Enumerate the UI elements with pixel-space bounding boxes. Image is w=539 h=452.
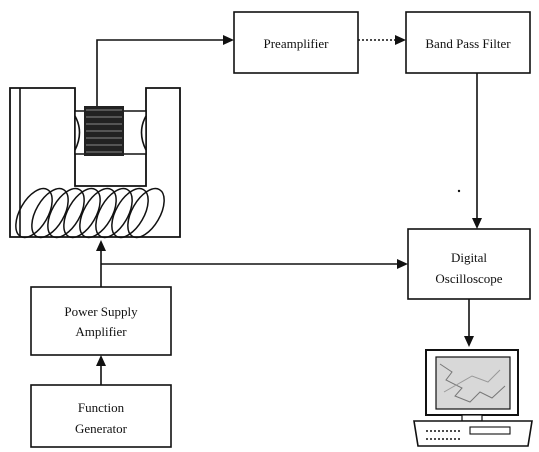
connector-oscilloscope-to-computer [464,299,474,347]
power-supply-amplifier-label-line2: Amplifier [75,324,127,339]
function-generator-label-line2: Generator [75,421,128,436]
connector-coil-to-preamplifier [96,35,234,106]
band-pass-filter-label: Band Pass Filter [425,36,511,51]
digital-oscilloscope-label-line2: Oscilloscope [435,271,502,286]
pickup-coil [84,106,124,156]
power-supply-amplifier-block: Power Supply Amplifier [30,286,172,356]
function-generator-label-line1: Function [78,400,125,415]
connector-amplifier-to-coil [96,240,106,287]
digital-oscilloscope-block: Digital Oscilloscope [407,228,531,300]
digital-oscilloscope-label-line1: Digital [451,250,487,265]
connector-excitation-to-oscilloscope [101,259,408,269]
computer-icon [413,349,533,447]
connector-band-pass-filter-to-oscilloscope [472,73,482,229]
connector-generator-to-amplifier [96,355,106,385]
power-supply-amplifier-label-line1: Power Supply [64,304,138,319]
band-pass-filter-block: Band Pass Filter [405,11,531,74]
preamplifier-block: Preamplifier [233,11,359,74]
preamplifier-label: Preamplifier [264,36,330,51]
function-generator-block: Function Generator [30,384,172,448]
excitation-coil [15,187,165,239]
scan-speck [457,189,461,193]
connector-preamplifier-to-band-pass-filter [358,35,406,45]
